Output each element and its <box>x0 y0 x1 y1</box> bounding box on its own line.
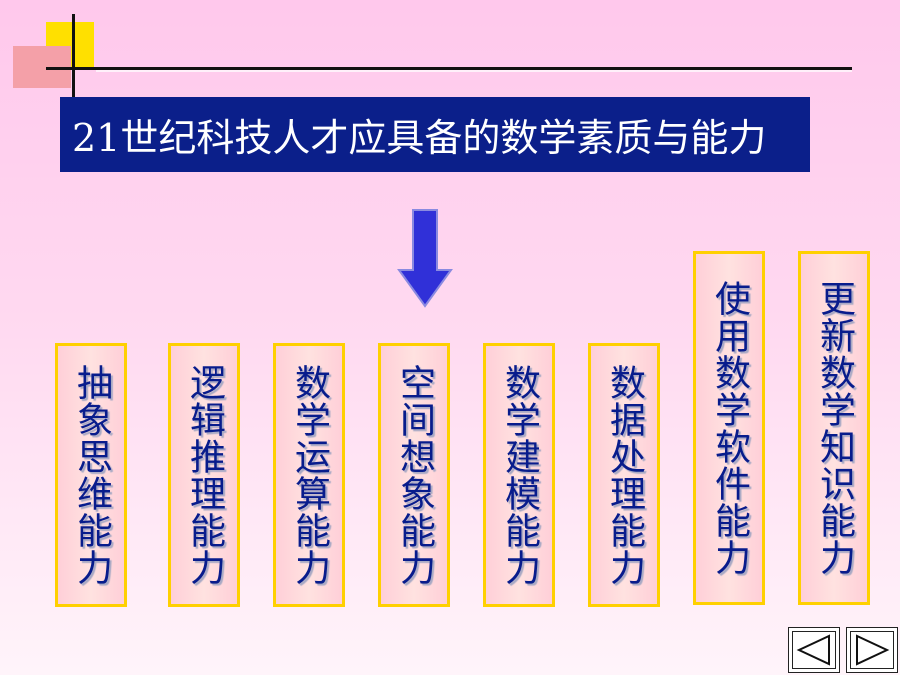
prev-triangle-icon <box>796 634 830 666</box>
down-arrow-icon <box>397 209 453 308</box>
ability-box-update-knowledge: 更新数学知识能力 <box>798 251 870 605</box>
ability-label: 逻辑推理能力 <box>184 364 225 586</box>
next-triangle-icon <box>856 634 890 666</box>
ability-box-math-calculation: 数学运算能力 <box>273 343 345 607</box>
ability-box-data-processing: 数据处理能力 <box>588 343 660 607</box>
next-slide-button[interactable] <box>846 627 898 673</box>
decoration-highlight-line <box>96 70 852 72</box>
ability-box-abstract-thinking: 抽象思维能力 <box>55 343 127 607</box>
ability-box-spatial-imagination: 空间想象能力 <box>378 343 450 607</box>
ability-label: 使用数学软件能力 <box>709 280 750 576</box>
ability-box-math-software: 使用数学软件能力 <box>693 251 765 605</box>
ability-box-logical-reasoning: 逻辑推理能力 <box>168 343 240 607</box>
ability-label: 更新数学知识能力 <box>814 280 855 576</box>
ability-label: 数学建模能力 <box>499 364 540 586</box>
ability-box-math-modeling: 数学建模能力 <box>483 343 555 607</box>
decoration-vertical-line <box>72 14 75 98</box>
ability-label: 抽象思维能力 <box>71 364 112 586</box>
next-button-frame <box>850 631 894 669</box>
slide-title: 21世纪科技人才应具备的数学素质与能力 <box>60 97 810 172</box>
ability-label: 数学运算能力 <box>289 364 330 586</box>
ability-label: 数据处理能力 <box>604 364 645 586</box>
prev-slide-button[interactable] <box>788 627 840 673</box>
prev-button-frame <box>792 631 836 669</box>
ability-label: 空间想象能力 <box>394 364 435 586</box>
decoration-horizontal-line <box>46 67 852 70</box>
